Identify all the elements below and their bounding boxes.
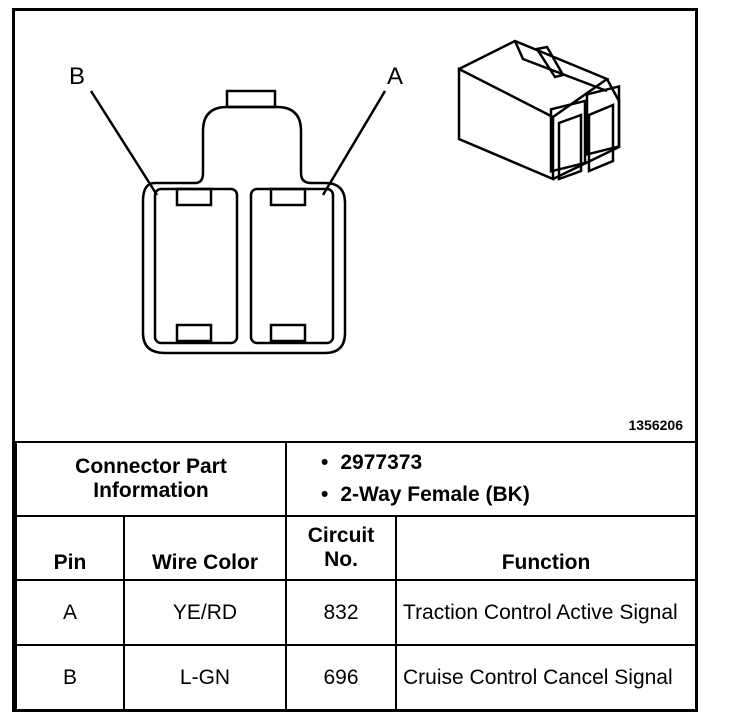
header-wire-color: Wire Color xyxy=(122,515,288,581)
connector-diagram: B A 1356206 xyxy=(15,11,695,441)
header-function: Function xyxy=(395,515,698,581)
leader-line-a xyxy=(321,90,387,196)
connector-description: 2-Way Female (BK) xyxy=(287,479,695,511)
connector-isometric xyxy=(457,39,621,181)
pin-a-label: A xyxy=(387,63,404,90)
connector-latch xyxy=(225,89,277,109)
connector-table: Connector Part Information 2977373 2-Way… xyxy=(14,441,698,711)
connector-info-row: Connector Part Information 2977373 2-Way… xyxy=(14,441,698,517)
table-row: A YE/RD 832 Traction Control Active Sign… xyxy=(15,579,698,646)
row-wire-color: YE/RD xyxy=(122,579,288,646)
pin-b-label: B xyxy=(69,63,86,90)
row-circuit: 696 xyxy=(285,644,398,711)
cavity-b xyxy=(153,187,239,345)
header-pin: Pin xyxy=(15,515,125,581)
connector-face-outline xyxy=(141,105,347,355)
row-pin: A xyxy=(15,579,125,646)
cavity-a xyxy=(249,187,335,345)
figure-id: 1356206 xyxy=(628,417,683,433)
row-pin: B xyxy=(15,644,125,711)
row-circuit: 832 xyxy=(285,579,398,646)
connector-info-label: Connector Part Information xyxy=(14,441,288,517)
connector-drawing xyxy=(89,39,621,355)
leader-line-b xyxy=(89,90,159,196)
part-number: 2977373 xyxy=(287,447,695,479)
row-function: Traction Control Active Signal xyxy=(395,579,698,646)
connector-diagram-frame: B A 1356206 Connector Part Information 2… xyxy=(12,8,698,712)
table-header-row: Pin Wire Color Circuit No. Function xyxy=(15,515,698,581)
header-circuit: Circuit No. xyxy=(285,515,398,581)
row-wire-color: L-GN xyxy=(122,644,288,711)
table-row: B L-GN 696 Cruise Control Cancel Signal xyxy=(15,644,698,711)
row-function: Cruise Control Cancel Signal xyxy=(395,644,698,711)
connector-info-values: 2977373 2-Way Female (BK) xyxy=(285,441,698,517)
